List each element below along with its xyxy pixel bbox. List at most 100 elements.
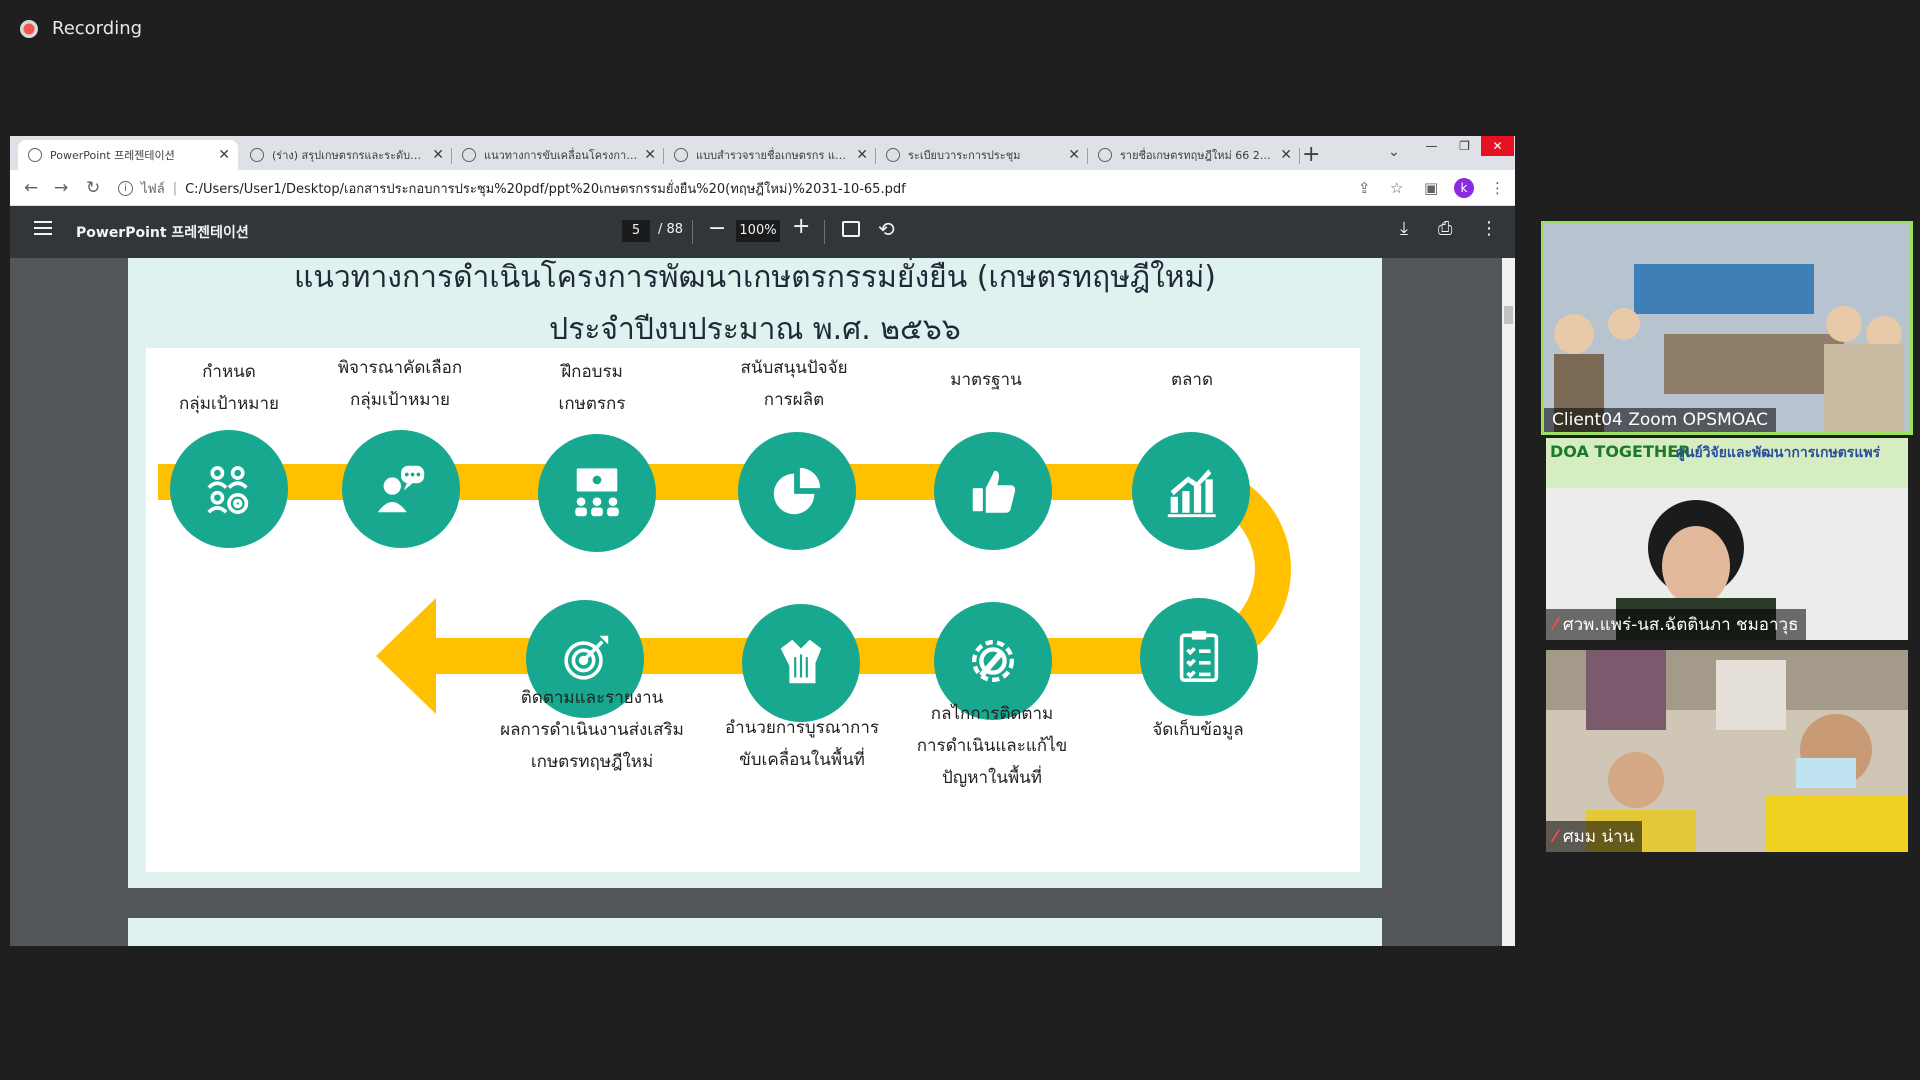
toolbar-divider [824,220,825,244]
participant-video-client04[interactable]: Client04 Zoom OPSMOAC [1541,221,1913,435]
more-options-icon[interactable]: ⋮ [1480,218,1498,239]
participant-video-feed [1546,650,1908,852]
participant-name: Client04 Zoom OPSMOAC [1544,408,1777,432]
page-total: / 88 [658,222,684,237]
step-label-standard: มาตรฐาน [950,370,1022,390]
joined-hands-icon [780,639,822,684]
tab-summary[interactable]: (ร่าง) สรุปเกษตรกรและระดับชั้น... ✕ [240,140,452,170]
browser-window: PowerPoint 프레젠테이션 ✕ (ร่าง) สรุปเกษตรกรแล… [10,136,1515,946]
reload-icon[interactable]: ↻ [86,178,101,198]
tab-guideline[interactable]: แนวทางการขับเคลื่อนโครงการพัฒ... ✕ [452,140,664,170]
forward-icon[interactable]: → [54,178,69,198]
globe-icon [28,148,42,162]
tab-title: แบบสำรวจรายชื่อเกษตรกร แบบ ... [696,149,851,162]
mic-muted-icon: ⁄ [1554,827,1557,847]
tab-survey[interactable]: แบบสำรวจรายชื่อเกษตรกร แบบ ... ✕ [664,140,876,170]
step-circle-monitor-solve [934,602,1052,720]
info-icon[interactable]: i [118,180,133,196]
step-circle-support-inputs [738,432,856,550]
participant-video-phrae[interactable]: DOA TOGETHER ศูนย์วิจัยและพัฒนาการเกษตรแ… [1546,438,1908,640]
close-tab-icon[interactable]: ✕ [1280,147,1292,163]
pdf-toolbar: PowerPoint 프레젠테이션 5 / 88 − 100% + ⟲ ⤓ ⎙ … [10,206,1515,258]
page-number-input[interactable]: 5 [622,220,650,242]
tab-search-chevron-icon[interactable]: ⌄ [1388,144,1400,160]
tab-title: แนวทางการขับเคลื่อนโครงการพัฒ... [484,149,639,162]
restore-icon[interactable]: ❐ [1459,139,1470,153]
globe-icon [674,148,688,162]
slide-page: แนวทางการดำเนินโครงการพัฒนาเกษตรกรรมยั่ง… [128,258,1382,888]
toolbar-divider [692,220,693,244]
minimize-icon[interactable]: — [1425,139,1438,153]
print-icon[interactable]: ⎙ [1438,218,1453,239]
zoom-out-button[interactable]: − [708,216,727,241]
address-bar: ← → ↻ i ไฟล์ | C:/Users/User1/Desktop/เอ… [10,170,1515,206]
thumbs-up-icon [972,470,1016,513]
banner-left: DOA TOGETHER [1550,442,1691,461]
step-circle-market [1132,432,1250,550]
people-target-icon [207,466,249,515]
share-icon[interactable]: ⇪ [1358,179,1371,197]
step-circle-standard [934,432,1052,550]
step-label-report: ติดตามและรายงาน ผลการดำเนินงานส่งเสริม เ… [500,688,684,772]
pdf-scrollbar[interactable] [1502,258,1515,946]
participant-video-nan[interactable]: ⁄ศมม น่าน [1546,650,1908,852]
url-field[interactable]: i ไฟล์ | C:/Users/User1/Desktop/เอกสารปร… [118,174,1378,202]
profile-avatar[interactable]: k [1454,178,1474,198]
menu-dots-icon[interactable]: ⋮ [1490,179,1505,197]
pdf-viewer: แนวทางการดำเนินโครงการพัฒนาเกษตรกรรมยั่ง… [10,258,1515,946]
url-text: C:/Users/User1/Desktop/เอกสารประกอบการปร… [185,181,906,197]
close-tab-icon[interactable]: ✕ [644,147,656,163]
tab-bar: PowerPoint 프레젠테이션 ✕ (ร่าง) สรุปเกษตรกรแล… [10,136,1515,170]
step-circle-collect-data [1140,598,1258,716]
url-scheme: ไฟล์ [141,181,165,197]
tab-title: (ร่าง) สรุปเกษตรกรและระดับชั้น... [272,149,427,162]
side-panel-icon[interactable]: ▣ [1424,179,1439,197]
meeting-room-video-icon [1544,224,1910,432]
zoom-input[interactable]: 100% [736,220,780,242]
banner-title: ศูนย์วิจัยและพัฒนาการเกษตรแพร่ [1676,445,1881,461]
participant-name: ⁄ศมม น่าน [1546,821,1643,852]
close-tab-icon[interactable]: ✕ [856,147,868,163]
slide-title: แนวทางการดำเนินโครงการพัฒนาเกษตรกรรมยั่ง… [293,260,1217,295]
new-tab-button[interactable]: + [1302,142,1321,167]
participant-name: ⁄ศวพ.แพร่-นส.ฉัตตินภา ชมอาวุธ [1546,609,1807,640]
step-label-collect-data: จัดเก็บข้อมูล [1152,720,1244,740]
close-tab-icon[interactable]: ✕ [1068,147,1080,163]
participant-name-text: ศวพ.แพร่-นส.ฉัตตินภา ชมอาวุธ [1562,615,1799,635]
tab-title: ระเบียบวาระการประชุม [908,149,1021,162]
window-controls: — ❐ ✕ [1415,136,1515,156]
download-icon[interactable]: ⤓ [1400,218,1408,239]
mic-muted-icon: ⁄ [1554,615,1557,635]
step-circle-report [526,600,644,718]
fit-page-icon[interactable] [842,221,860,237]
tab-agenda[interactable]: ระเบียบวาระการประชุม ✕ [876,140,1088,170]
zoom-in-button[interactable]: + [792,214,811,239]
tab-powerpoint[interactable]: PowerPoint 프레젠테이션 ✕ [18,140,238,170]
tab-title: PowerPoint 프레젠테이션 [50,149,175,162]
globe-icon [886,148,900,162]
growth-chart-icon [1167,469,1216,518]
step-label-support-inputs: สนับสนุนปัจจัย การผลิต [740,358,848,410]
gear-wrench-icon [971,639,1015,683]
pdf-title: PowerPoint 프레젠테이션 [76,225,249,241]
recording-label: Recording [52,18,143,39]
tab-title: รายชื่อเกษตรทฤษฎีใหม่ 66 20 ... [1120,149,1275,162]
participant-name-text: Client04 Zoom OPSMOAC [1552,410,1769,430]
back-icon[interactable]: ← [24,178,39,198]
hamburger-menu-icon[interactable] [34,221,52,235]
tab-farmer-list[interactable]: รายชื่อเกษตรทฤษฎีใหม่ 66 20 ... ✕ [1088,140,1300,170]
person-chat-icon [377,465,425,513]
rotate-icon[interactable]: ⟲ [878,217,895,241]
step-label-monitor-solve: กลไกการติดตาม การดำเนินและแก้ไข ปัญหาในพ… [916,704,1068,788]
pie-chart-icon [773,467,821,515]
close-tab-icon[interactable]: ✕ [432,147,444,163]
flow-panel: กำหนด กลุ่มเป้าหมาย พิจารณาคัดเลือก กลุ่… [146,348,1360,872]
scrollbar-thumb[interactable] [1504,306,1513,324]
bookmark-star-icon[interactable]: ☆ [1390,179,1404,197]
close-tab-icon[interactable]: ✕ [218,147,230,163]
close-window-icon[interactable]: ✕ [1481,136,1514,156]
step-label-define-target: กำหนด กลุ่มเป้าหมาย [179,362,279,414]
target-arrow-icon [564,635,609,680]
next-slide-page [128,918,1382,946]
step-circle-train-farmers [538,434,656,552]
